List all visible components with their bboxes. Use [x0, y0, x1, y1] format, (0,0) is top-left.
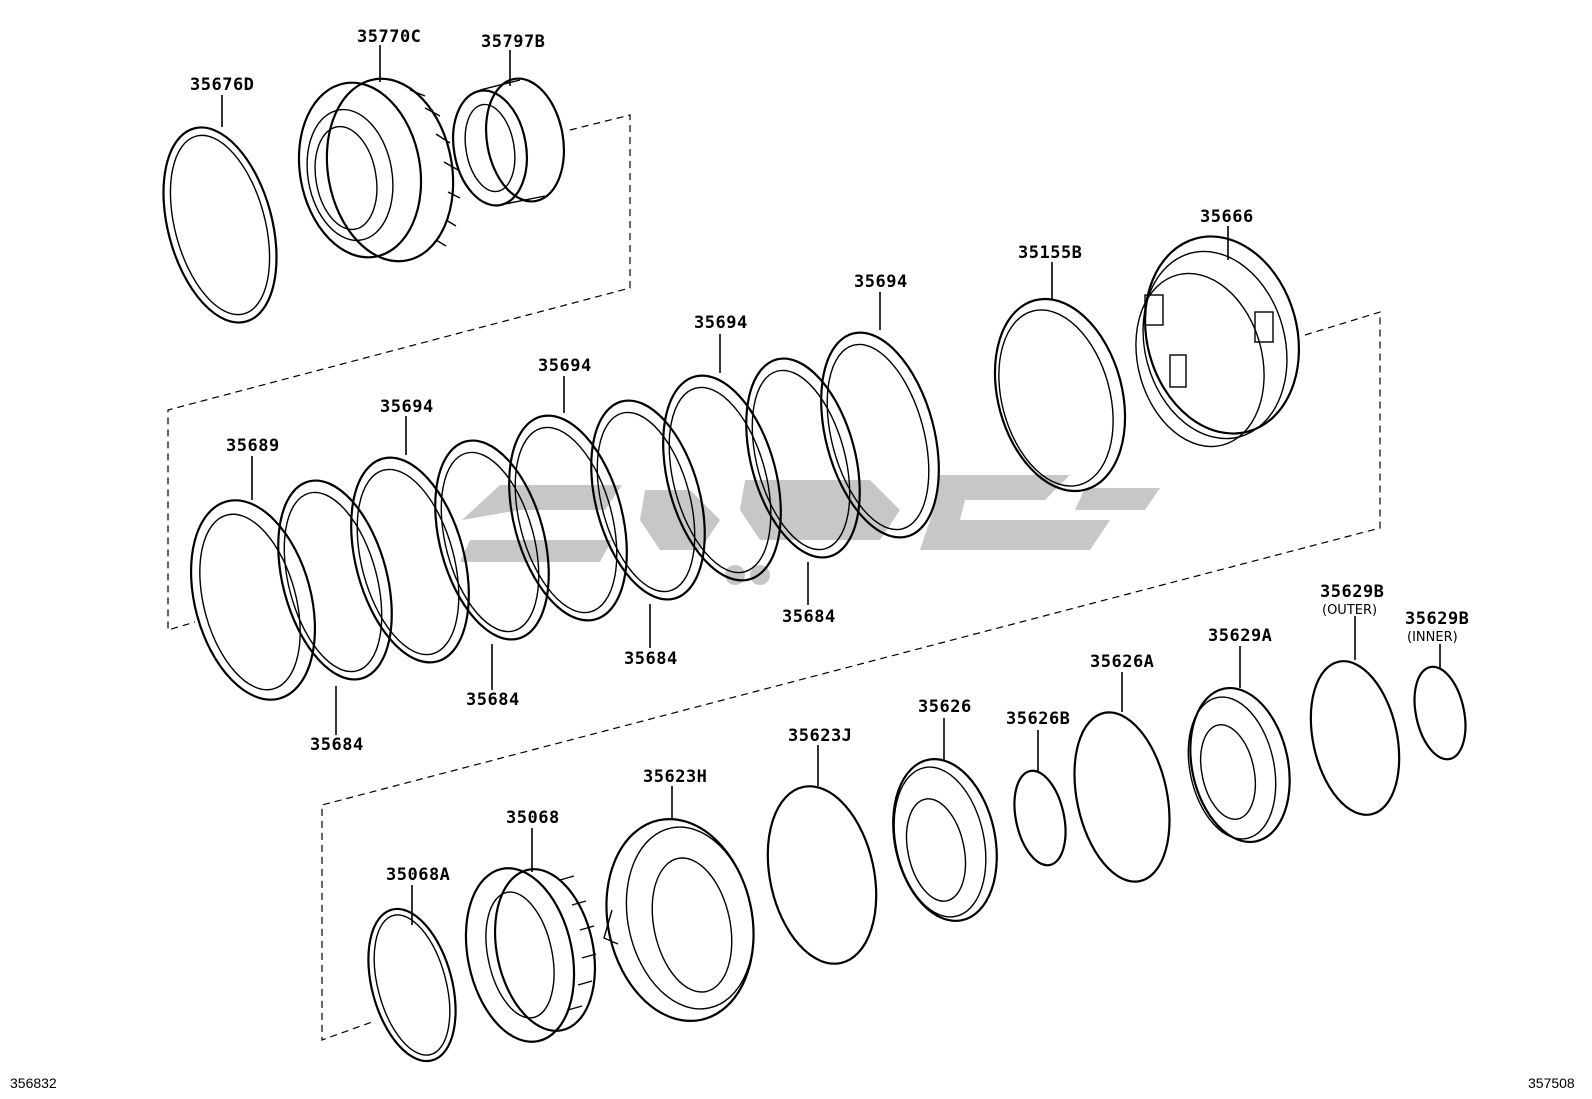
- label-35629B-outer[interactable]: 35629B: [1320, 582, 1384, 602]
- footer-id-right: 357508: [1528, 1075, 1575, 1091]
- label-35629A[interactable]: 35629A: [1208, 626, 1272, 646]
- clutch-plate-35684-c[interactable]: [571, 388, 724, 648]
- flange-plate-35689[interactable]: [171, 456, 336, 714]
- clutch-disc-35694-c[interactable]: [643, 334, 802, 593]
- assembly-guide-lines: [167, 114, 1381, 1041]
- label-35689[interactable]: 35689: [226, 436, 280, 456]
- o-ring-35626B[interactable]: [1007, 730, 1074, 870]
- label-35684-a[interactable]: 35684: [310, 735, 364, 755]
- label-35694-c[interactable]: 35694: [694, 313, 748, 333]
- watermark-logo: [460, 475, 1160, 585]
- label-35068A[interactable]: 35068A: [386, 865, 450, 885]
- label-35623H[interactable]: 35623H: [643, 767, 707, 787]
- note-inner: (INNER): [1407, 630, 1458, 645]
- label-35684-b[interactable]: 35684: [466, 690, 520, 710]
- label-35684-c[interactable]: 35684: [624, 649, 678, 669]
- piston-35629A[interactable]: [1176, 646, 1303, 851]
- label-35684-d[interactable]: 35684: [782, 607, 836, 627]
- note-outer: (OUTER): [1322, 603, 1377, 618]
- part-labels: 35676D 35770C 35797B 35666 35155B 35694 …: [190, 27, 1469, 885]
- snap-ring-35068A[interactable]: [353, 885, 471, 1071]
- clutch-disc-35694-d[interactable]: [801, 292, 960, 550]
- snap-ring-35676D[interactable]: [144, 95, 296, 335]
- label-35626[interactable]: 35626: [918, 697, 972, 717]
- label-35770C[interactable]: 35770C: [357, 27, 421, 47]
- o-ring-35626A[interactable]: [1060, 672, 1184, 890]
- label-35694-b[interactable]: 35694: [538, 356, 592, 376]
- clutch-disc-35694-b[interactable]: [489, 376, 648, 633]
- label-35623J[interactable]: 35623J: [788, 726, 852, 746]
- clutch-disc-35694-a[interactable]: [331, 416, 490, 675]
- footer-id-left: 356832: [10, 1075, 57, 1091]
- label-35626A[interactable]: 35626A: [1090, 652, 1154, 672]
- clutch-plate-35684-b[interactable]: [415, 428, 568, 690]
- clutch-hub-35770C[interactable]: [286, 45, 467, 271]
- cylinder-35666[interactable]: [1117, 219, 1320, 461]
- label-35666[interactable]: 35666: [1200, 207, 1254, 227]
- bearing-sleeve-35797B[interactable]: [444, 50, 573, 211]
- o-ring-35629B-outer[interactable]: [1298, 616, 1413, 823]
- piston-35626[interactable]: [879, 718, 1011, 931]
- return-spring-35068[interactable]: [451, 828, 609, 1052]
- label-35797B[interactable]: 35797B: [481, 32, 545, 52]
- label-35694-a[interactable]: 35694: [380, 397, 434, 417]
- o-ring-35629B-inner[interactable]: [1407, 644, 1473, 764]
- label-35626B[interactable]: 35626B: [1006, 709, 1070, 729]
- o-ring-35623J[interactable]: [752, 745, 891, 974]
- label-35676D[interactable]: 35676D: [190, 75, 254, 95]
- label-35068[interactable]: 35068: [506, 808, 560, 828]
- label-35694-d[interactable]: 35694: [854, 272, 908, 292]
- clutch-plate-35684-a[interactable]: [258, 468, 411, 735]
- label-35155B[interactable]: 35155B: [1018, 243, 1082, 263]
- label-35629B-inner[interactable]: 35629B: [1405, 609, 1469, 629]
- piston-35623H[interactable]: [588, 786, 771, 1035]
- ring-35155B[interactable]: [975, 262, 1146, 506]
- clutch-plate-35684-d[interactable]: [726, 346, 879, 605]
